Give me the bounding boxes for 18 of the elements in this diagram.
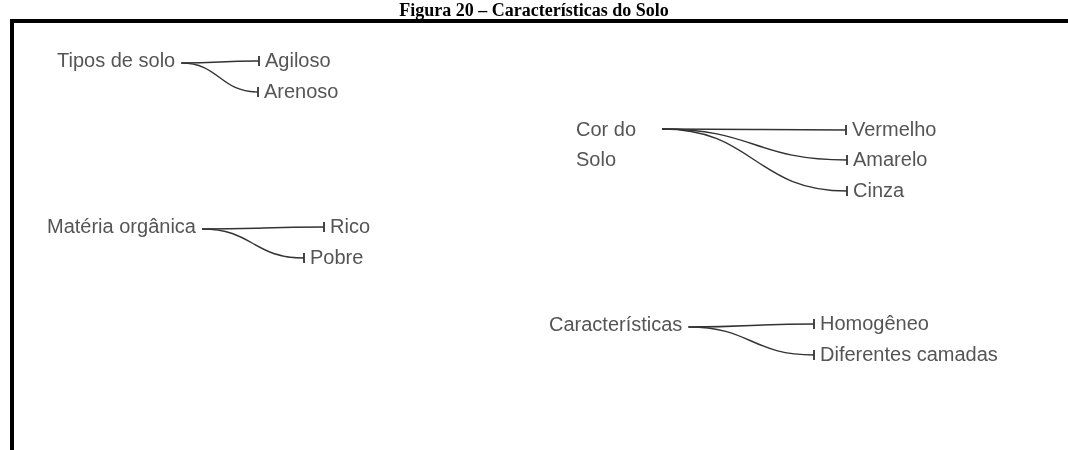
node-label: Vermelho — [846, 114, 943, 144]
bracket-connector — [687, 326, 816, 361]
figure-title: Figura 20 – Características do Solo — [398, 0, 670, 21]
node-label: Cor do Solo — [570, 114, 662, 174]
bracket-connector — [661, 128, 849, 197]
node-label: Características — [543, 309, 689, 339]
bracket-connector — [201, 228, 306, 264]
node-label: Homogêneo — [814, 308, 935, 338]
node-label: Pobre — [304, 242, 370, 272]
bracket-connector — [180, 62, 260, 98]
node-label: Matéria orgânica — [41, 211, 202, 241]
node-label: Arenoso — [258, 76, 345, 106]
node-label: Tipos de solo — [51, 45, 182, 75]
node-label: Rico — [324, 211, 376, 241]
node-label: Cinza — [847, 175, 911, 205]
node-label: Diferentes camadas — [814, 339, 1004, 369]
node-label: Agiloso — [259, 45, 337, 75]
node-label: Amarelo — [847, 144, 934, 174]
